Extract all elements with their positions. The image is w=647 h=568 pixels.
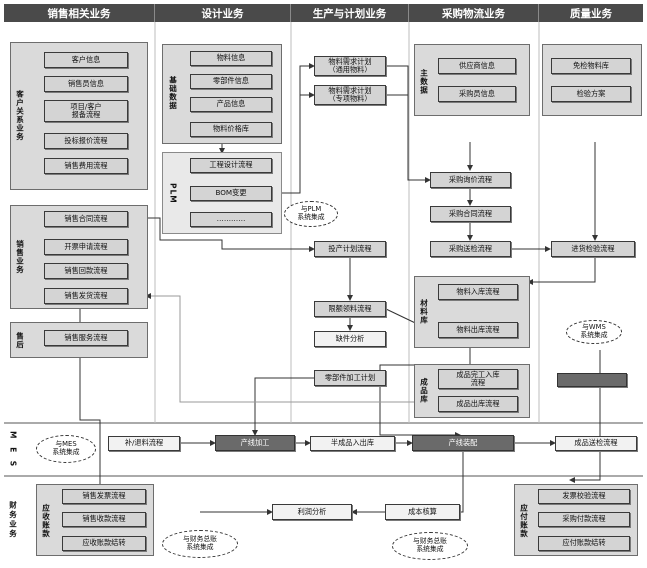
column-header-purchase: 采购物流业务 (409, 4, 539, 22)
box-customer-info[interactable]: 客户信息 (44, 52, 128, 68)
box-product-info[interactable]: 产品信息 (190, 97, 272, 112)
aftersale-label: 售后 (15, 331, 25, 349)
box-quality-placeholder (557, 373, 627, 387)
box-material-instock[interactable]: 物料入库流程 (438, 284, 518, 300)
connector-bom-to-mrp1 (280, 63, 315, 194)
connector-contract-to-production-plan (146, 217, 315, 252)
center-gl-integration-bubble: 与财务总账 系统集成 (392, 532, 468, 560)
master-data-region (414, 44, 530, 116)
box-finished-outstock[interactable]: 成品出库流程 (438, 396, 518, 412)
box-project-report[interactable]: 项目/客户 报备流程 (44, 100, 128, 122)
box-sales-expense[interactable]: 销售费用流程 (44, 158, 128, 174)
box-ar-carryover[interactable]: 应收账款结转 (62, 536, 146, 551)
box-parts-machining-plan[interactable]: 零部件加工计划 (314, 370, 386, 386)
ar-gl-integration-bubble: 与财务总账 系统集成 (162, 530, 238, 558)
connector-mrp-to-inquiry (386, 65, 431, 183)
box-invoice-verify[interactable]: 发票校验流程 (538, 489, 630, 504)
quality-data-region (542, 44, 642, 116)
accounts-receivable-label: 应收账款 (41, 504, 51, 538)
box-line-assembly[interactable]: 产线装配 (412, 435, 514, 451)
column-header-design: 设计业务 (155, 4, 291, 22)
box-plm-more[interactable]: ………… (190, 212, 272, 227)
finished-warehouse-label: 成品库 (419, 378, 429, 404)
box-profit-analysis[interactable]: 利润分析 (272, 504, 352, 520)
box-semi-finished-io[interactable]: 半成品入出库 (310, 436, 395, 451)
box-sales-invoice[interactable]: 销售发票流程 (62, 489, 146, 504)
material-warehouse-label: 材料库 (419, 299, 429, 325)
box-purchase-payment[interactable]: 采购付款流程 (538, 512, 630, 527)
box-line-processing[interactable]: 产线加工 (215, 435, 295, 451)
box-sales-contract[interactable]: 销售合同流程 (44, 211, 128, 227)
connector-parts-plan-to-line (252, 377, 314, 436)
box-incoming-inspection[interactable]: 进货检验流程 (551, 241, 635, 257)
box-engineering-design[interactable]: 工程设计流程 (190, 158, 272, 173)
box-mrp-special[interactable]: 物料需求计划 （专项物料） (314, 85, 386, 105)
sales-business-label: 销售业务 (15, 240, 25, 274)
plm-integration-bubble: 与PLM 系统集成 (284, 201, 338, 227)
box-ap-carryover[interactable]: 应付账款结转 (538, 536, 630, 551)
box-sales-service[interactable]: 销售服务流程 (44, 330, 128, 346)
box-shortage-analysis[interactable]: 缺件分析 (314, 331, 386, 347)
box-finished-instock[interactable]: 成品完工入库 流程 (438, 369, 518, 389)
connector-iqc-to-instock (527, 258, 596, 285)
box-sales-receipt[interactable]: 销售收款流程 (62, 512, 146, 527)
box-buyer-info[interactable]: 采购员信息 (438, 86, 516, 102)
box-finished-inspection[interactable]: 成品送检流程 (555, 436, 637, 451)
accounts-payable-label: 应付账款 (519, 504, 529, 538)
box-exempt-material[interactable]: 免检物料库 (551, 58, 631, 74)
box-material-outstock[interactable]: 物料出库流程 (438, 322, 518, 338)
column-header-quality: 质量业务 (539, 4, 643, 22)
box-purchase-inspection[interactable]: 采购送检流程 (430, 241, 511, 257)
box-bid-quotation[interactable]: 投标报价流程 (44, 133, 128, 149)
box-inspection-plan[interactable]: 检验方案 (551, 86, 631, 102)
box-production-plan[interactable]: 投产计划流程 (314, 241, 386, 257)
box-supplier-info[interactable]: 供应商信息 (438, 58, 516, 74)
finance-row-label: 财务业务 (8, 501, 18, 539)
column-header-sales: 销售相关业务 (4, 4, 155, 22)
mes-row-label: M E S (8, 430, 18, 470)
connector-sales-to-ar (79, 305, 103, 491)
box-salesperson-info[interactable]: 销售员信息 (44, 76, 128, 92)
box-material-return[interactable]: 补/退料流程 (108, 436, 180, 451)
connector-outstock-to-assembly (379, 340, 471, 438)
connector-final-inspection-to-finished-stock (584, 382, 601, 435)
master-data-label: 主数据 (419, 69, 429, 95)
connector-purchase-to-ap (569, 350, 601, 483)
box-quota-requisition[interactable]: 限额领料流程 (314, 301, 386, 317)
connector-finished-to-ship (145, 293, 430, 403)
box-mrp-general[interactable]: 物料需求计划 （通用物料） (314, 56, 386, 76)
box-material-info[interactable]: 物料信息 (190, 51, 272, 66)
wms-integration-bubble: 与WMS 系统集成 (566, 320, 622, 344)
box-cost-accounting[interactable]: 成本核算 (385, 504, 460, 520)
plm-label: PLM (168, 182, 178, 204)
column-header-production: 生产与计划业务 (291, 4, 409, 22)
box-material-price[interactable]: 物料价格库 (190, 122, 272, 137)
box-parts-info[interactable]: 零部件信息 (190, 74, 272, 89)
box-invoice-request[interactable]: 开票申请流程 (44, 239, 128, 255)
box-sales-shipment[interactable]: 销售发货流程 (44, 288, 128, 304)
connector-assembly-to-cost (460, 452, 464, 513)
base-data-label: 基础数据 (168, 76, 178, 110)
box-sales-collection[interactable]: 销售回款流程 (44, 263, 128, 279)
customer-relations-label: 客户关系业务 (15, 89, 25, 141)
box-purchase-inquiry[interactable]: 采购询价流程 (430, 172, 511, 188)
box-purchase-contract[interactable]: 采购合同流程 (430, 206, 511, 222)
box-bom-change[interactable]: BOM变更 (190, 186, 272, 201)
mes-integration-bubble: 与MES 系统集成 (36, 435, 96, 463)
